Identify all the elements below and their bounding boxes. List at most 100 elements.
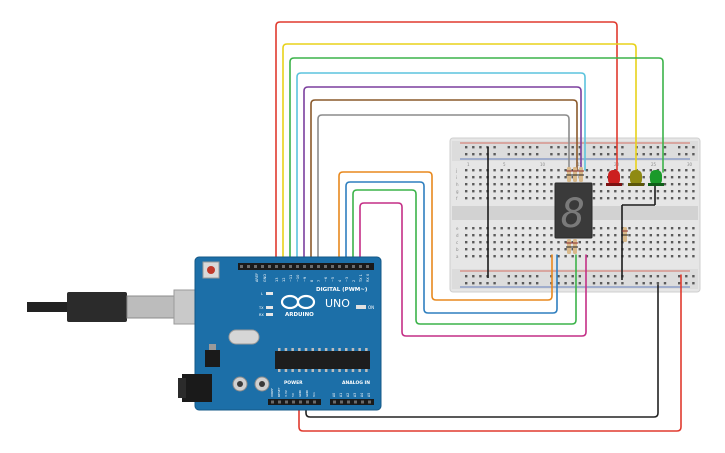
breadboard-hole (642, 234, 645, 237)
header-pin[interactable] (282, 265, 285, 268)
digital-pin-label: ~11 (289, 275, 293, 282)
header-pin[interactable] (345, 265, 348, 268)
breadboard-hole (514, 282, 518, 285)
column-number: 15 (577, 162, 583, 167)
breadboard-hole (528, 227, 532, 230)
arduino-uno-board[interactable]: AREF GND DIGITAL (PWM~) ARDUINO UNO ON L… (27, 256, 382, 411)
wire-brown-pin8[interactable] (310, 99, 578, 265)
breadboard-hole (578, 282, 581, 285)
red-led[interactable] (606, 170, 622, 186)
usb-plug[interactable] (67, 292, 127, 322)
breadboard-hole (543, 241, 546, 244)
header-pin[interactable] (303, 265, 306, 268)
usb-cable[interactable] (27, 302, 67, 312)
header-pin[interactable] (310, 265, 313, 268)
header-pin[interactable] (261, 265, 264, 268)
header-pin[interactable] (317, 265, 320, 268)
wire-magenta-pin3[interactable] (359, 202, 587, 337)
breadboard-hole (528, 146, 532, 149)
red-led-body[interactable] (608, 170, 620, 185)
breadboard-hole (514, 255, 518, 258)
header-pin[interactable] (361, 400, 364, 404)
header-pin[interactable] (296, 265, 299, 268)
header-pin[interactable] (289, 265, 292, 268)
power-jack[interactable] (182, 374, 212, 402)
header-pin[interactable] (340, 400, 343, 404)
breadboard-hole (599, 176, 603, 179)
header-pin[interactable] (285, 400, 288, 404)
yellow-led-body[interactable] (630, 170, 642, 185)
chip-pin (345, 348, 348, 351)
analog-pin-header[interactable] (330, 399, 374, 405)
header-pin[interactable] (368, 400, 371, 404)
breadboard-hole (557, 146, 560, 149)
wire-cyan-pin10[interactable] (296, 72, 586, 265)
power-pin-label: 5V (291, 392, 295, 397)
breadboard-hole (628, 176, 631, 179)
yellow-led[interactable] (628, 170, 644, 186)
resistor-array-bottom[interactable] (566, 239, 578, 254)
chip-pin (291, 348, 294, 351)
wire-green-pin4[interactable] (352, 189, 577, 325)
wire-gray-pin7[interactable] (317, 114, 570, 265)
green-led-body[interactable] (650, 170, 662, 185)
wire-black-gnd[interactable] (305, 284, 659, 418)
breadboard-hole (642, 275, 645, 278)
header-pin[interactable] (278, 400, 281, 404)
header-pin[interactable] (324, 265, 327, 268)
header-pin[interactable] (240, 265, 243, 268)
breadboard-hole (607, 190, 610, 193)
breadboard-hole (472, 275, 475, 278)
breadboard-hole (670, 183, 674, 186)
wire-orange-pin6[interactable] (338, 171, 553, 301)
breadboard-hole (472, 282, 475, 285)
breadboard-hole (592, 146, 596, 149)
header-pin[interactable] (347, 400, 350, 404)
header-pin[interactable] (247, 265, 250, 268)
resistor-array-top[interactable] (566, 167, 584, 182)
wire-red-5v[interactable] (298, 274, 682, 432)
header-pin[interactable] (338, 265, 341, 268)
chip-pin (318, 348, 321, 351)
wire-purple-pin9[interactable] (303, 86, 582, 265)
header-pin[interactable] (271, 400, 274, 404)
seven-segment-display[interactable]: 8 (554, 167, 628, 254)
chip-pin (311, 348, 314, 351)
chip-pin (298, 348, 301, 351)
breadboard-hole (571, 146, 574, 149)
breadboard-hole (692, 241, 695, 244)
breadboard-hole (493, 190, 496, 193)
breadboard-hole (550, 190, 553, 193)
wire-red-pin13[interactable] (275, 21, 618, 265)
header-pin[interactable] (292, 400, 295, 404)
breadboard-hole (521, 248, 525, 251)
wire-yellow-pin12[interactable] (282, 43, 637, 265)
analog-pin-label: A5 (367, 393, 371, 397)
analog-pin-label: A0 (332, 393, 336, 397)
header-pin[interactable] (306, 400, 309, 404)
wire-green-pin11[interactable] (289, 57, 664, 265)
header-pin[interactable] (333, 400, 336, 404)
breadboard-hole (557, 169, 560, 172)
header-pin[interactable] (299, 400, 302, 404)
reset-button-cap[interactable] (207, 266, 215, 274)
resistor-single[interactable] (622, 227, 628, 242)
header-pin[interactable] (254, 265, 257, 268)
breadboard-hole (607, 255, 610, 258)
header-pin[interactable] (331, 265, 334, 268)
green-led[interactable] (648, 170, 664, 186)
breadboard-hole (670, 197, 674, 200)
header-pin[interactable] (352, 265, 355, 268)
header-pin[interactable] (359, 265, 362, 268)
header-pin[interactable] (313, 400, 316, 404)
header-pin[interactable] (366, 265, 369, 268)
wire-blue-pin5[interactable] (345, 181, 558, 314)
header-pin[interactable] (268, 265, 271, 268)
breadboard-hole (599, 169, 603, 172)
breadboard-hole (614, 275, 617, 278)
breadboard-hole (678, 282, 681, 285)
header-pin[interactable] (354, 400, 357, 404)
breadboard-hole (514, 275, 518, 278)
header-pin[interactable] (275, 265, 278, 268)
